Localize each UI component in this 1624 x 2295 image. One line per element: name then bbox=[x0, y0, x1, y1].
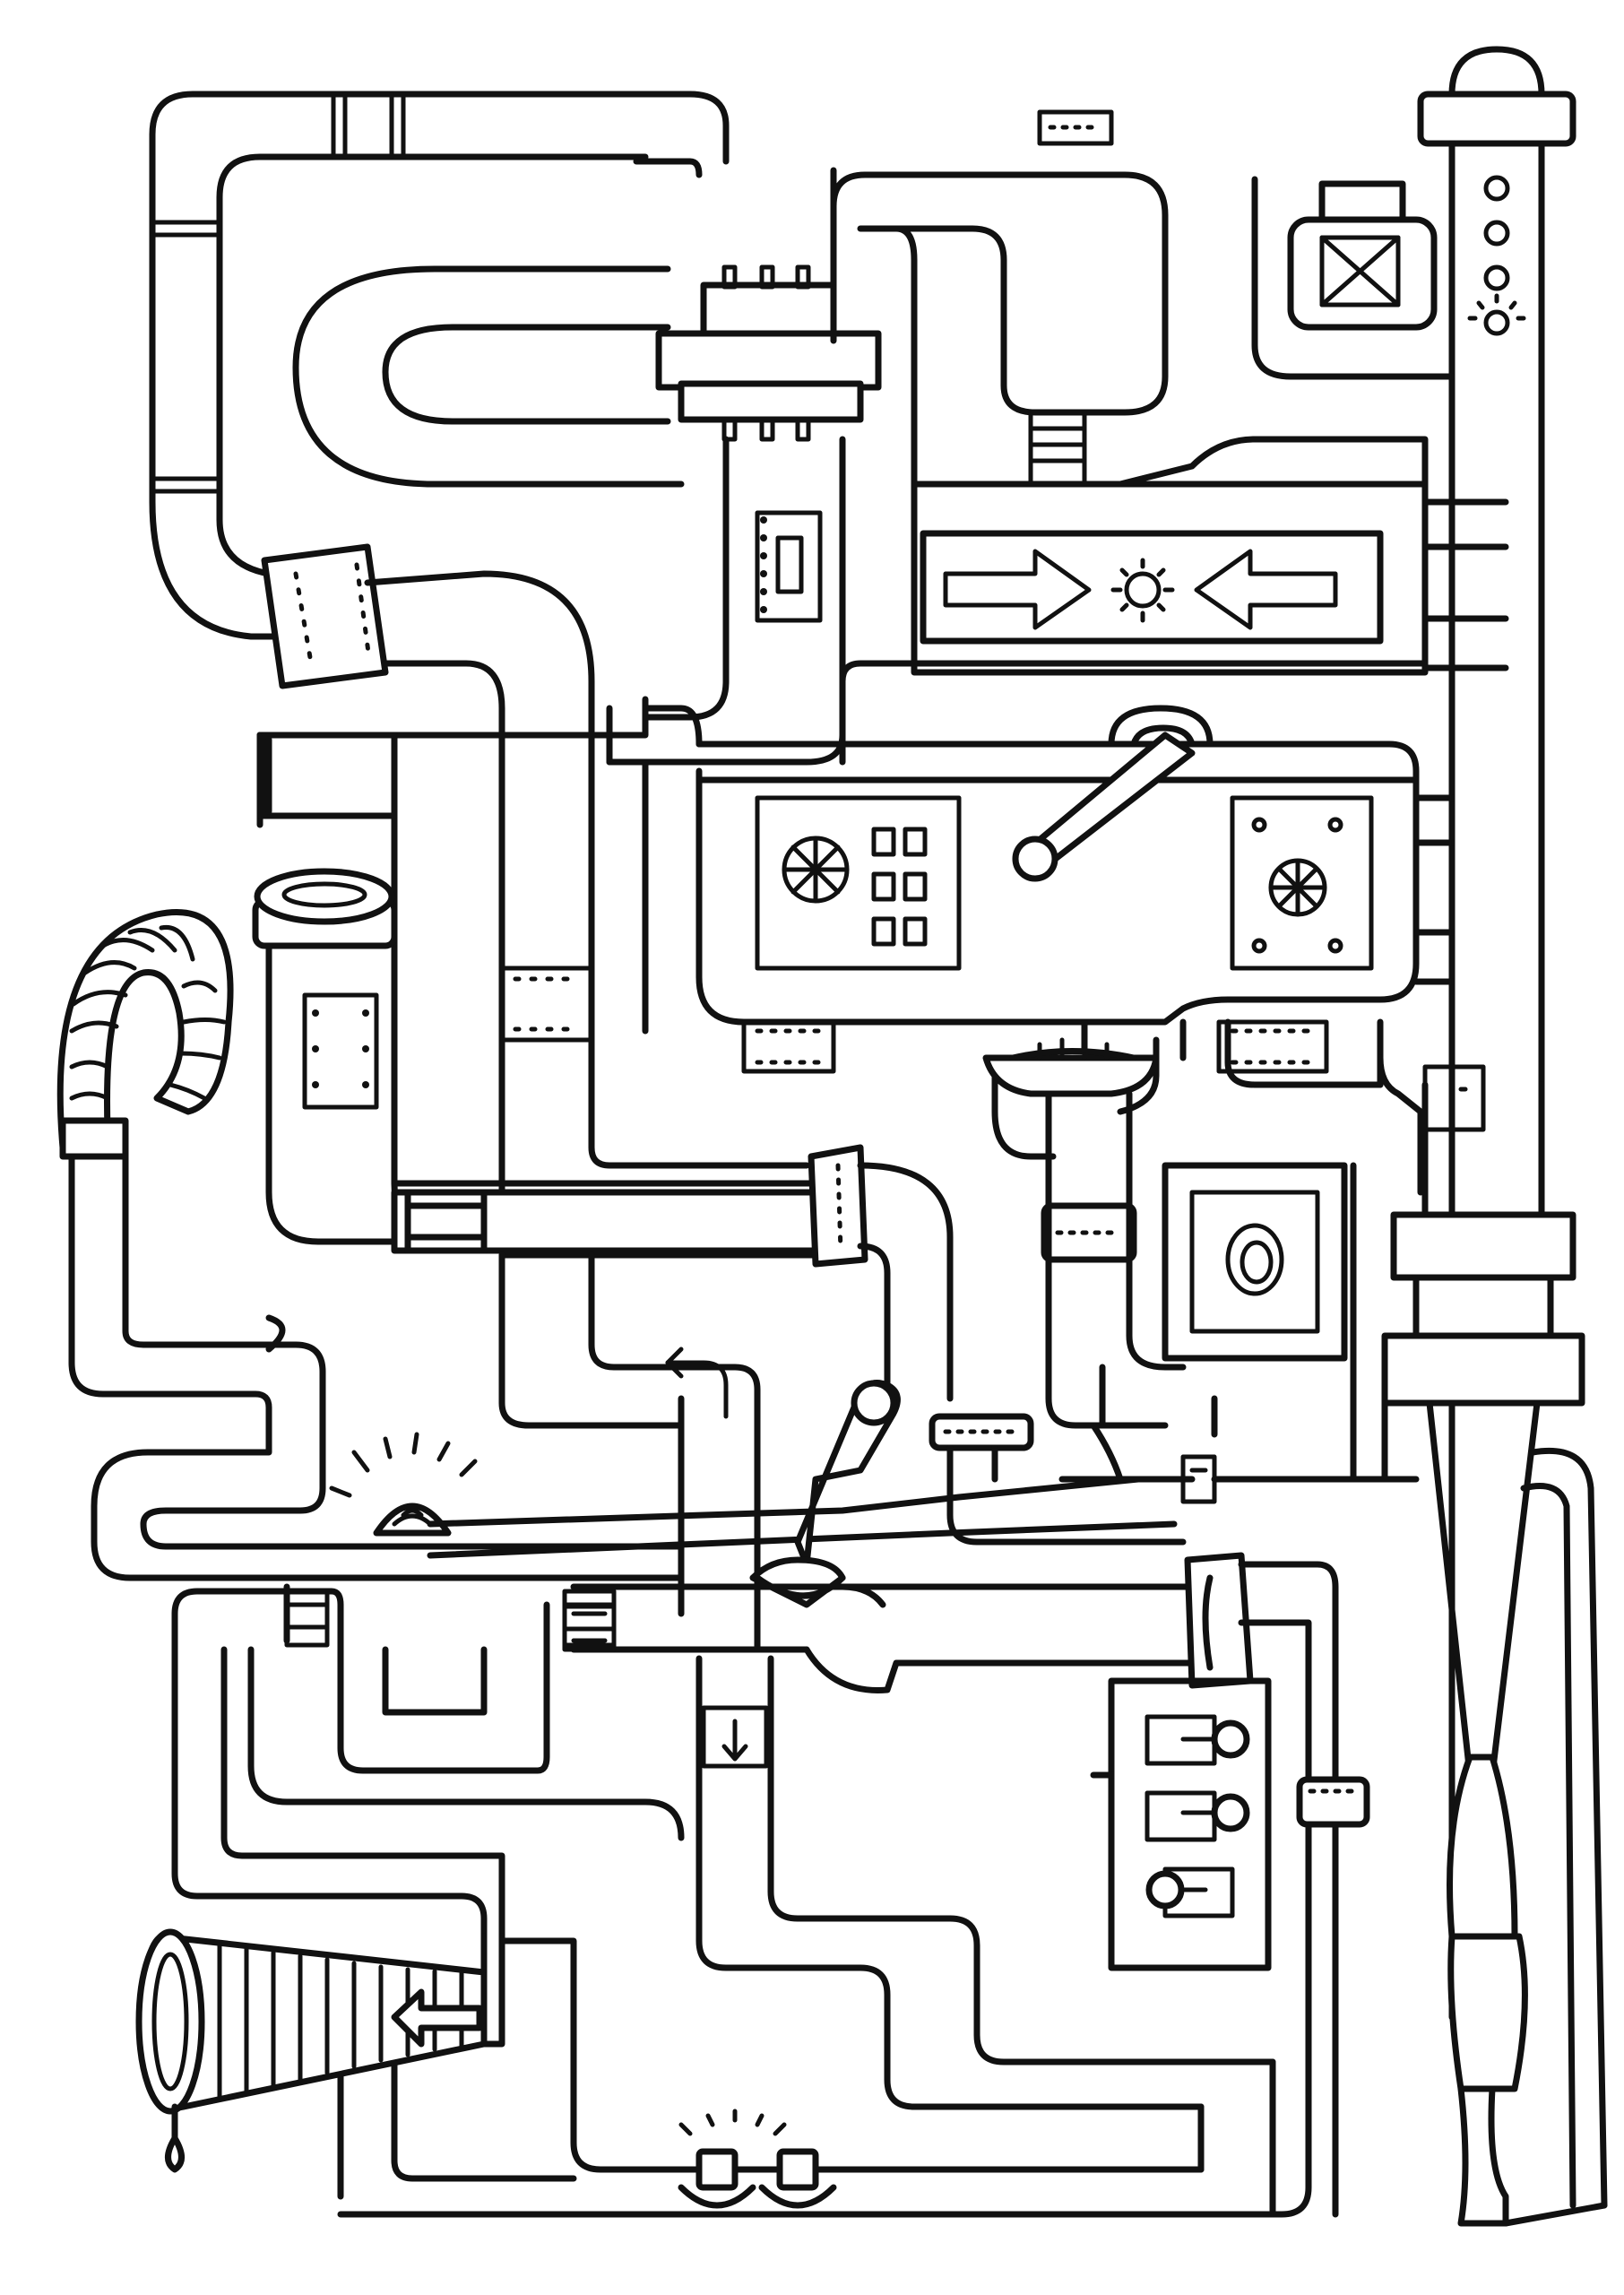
bottom-light-buttons bbox=[656, 2109, 837, 2209]
large-funnel-pipe bbox=[1381, 1081, 1608, 2227]
dial-icon bbox=[1225, 1223, 1284, 1296]
control-block bbox=[695, 705, 1420, 1026]
vertical-pipes-mid bbox=[498, 1251, 761, 1653]
center-valve bbox=[982, 1036, 1187, 1429]
connecting-pipes bbox=[606, 660, 1429, 1483]
horn-funnel bbox=[135, 1928, 577, 2200]
bottom-center-pipe bbox=[337, 1552, 1370, 2218]
outer-top-left-pipe bbox=[149, 91, 730, 640]
lever-knob bbox=[851, 1380, 897, 1426]
right-side-pipes bbox=[1162, 794, 1486, 1362]
tower-right bbox=[1251, 46, 1576, 2021]
left-dotted-coupling bbox=[261, 543, 389, 689]
left-bottom-pipes bbox=[171, 1583, 1205, 2173]
toggle-switch-icon bbox=[1211, 1793, 1250, 1832]
lever-knob bbox=[1012, 836, 1058, 882]
central-connector bbox=[655, 264, 882, 442]
usb-stick-icon bbox=[1287, 180, 1438, 331]
light-icon bbox=[1124, 571, 1162, 609]
left-elbow-pipe bbox=[256, 732, 398, 828]
drip-icon bbox=[165, 2135, 185, 2173]
curved-ribbed-pipe bbox=[56, 909, 685, 1581]
arrow-panel bbox=[911, 481, 1429, 676]
top-right-pipe bbox=[830, 109, 1429, 506]
turn-arrow-icon bbox=[665, 1360, 729, 1419]
lever-handle bbox=[1027, 732, 1196, 864]
switch-panel bbox=[1090, 1677, 1272, 1971]
right-arrow-icon bbox=[943, 549, 1092, 630]
diagonal-lever bbox=[427, 1380, 1420, 1608]
left-arrow-icon bbox=[391, 1988, 483, 2048]
u-turn-pipe bbox=[292, 265, 685, 488]
toggle-switch-icon bbox=[1145, 1870, 1185, 1910]
left-arrow-icon bbox=[1194, 549, 1338, 630]
open-pipe bbox=[252, 868, 398, 1245]
down-arrow-pipe bbox=[695, 1655, 1276, 2218]
middle-horizontal-pipe bbox=[391, 1144, 954, 1402]
toggle-switch-icon bbox=[1211, 1719, 1250, 1759]
